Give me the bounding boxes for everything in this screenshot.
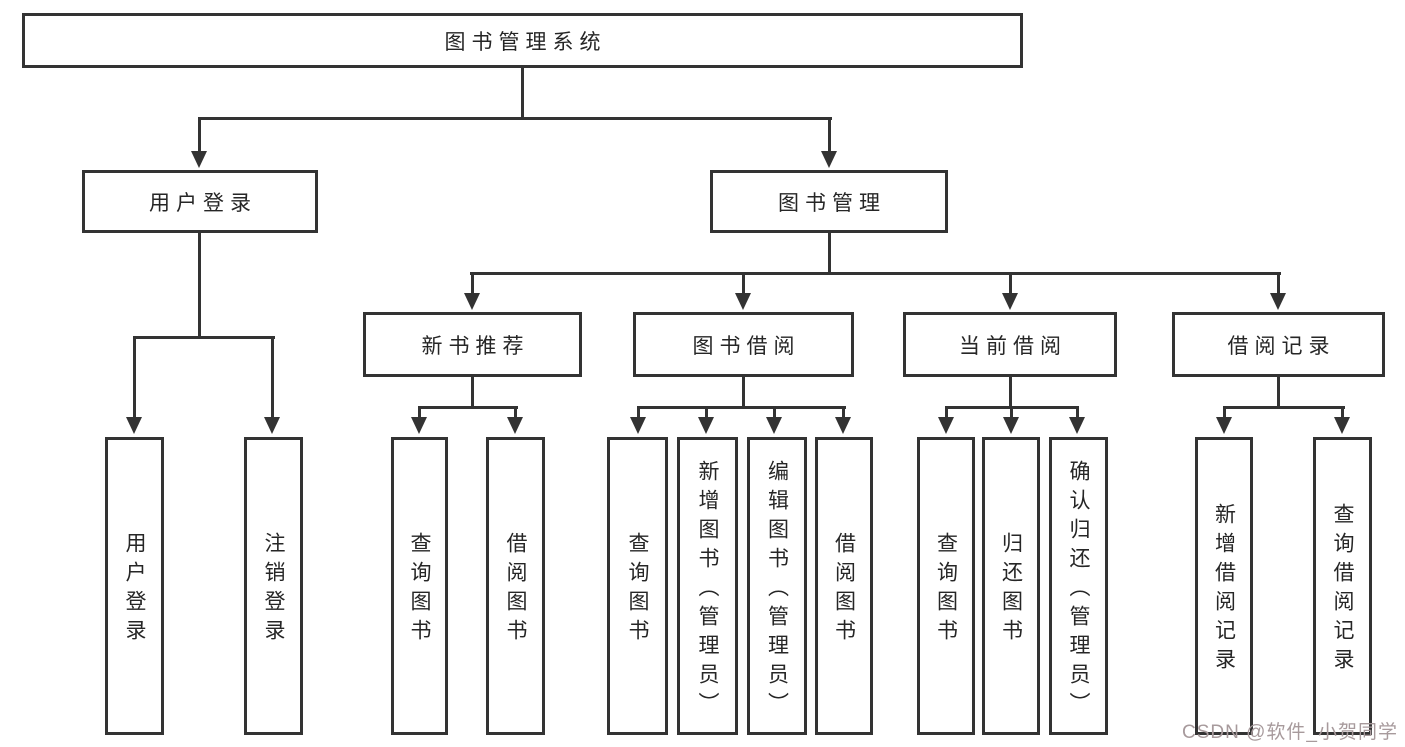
node-label: 当前借阅 xyxy=(959,334,1067,358)
connector-line xyxy=(945,409,948,419)
arrowhead-icon xyxy=(126,417,142,434)
leaf-user-login: 用户登录 xyxy=(105,437,164,735)
arrowhead-icon xyxy=(1270,293,1286,310)
leaf-confirm-return-admin: 确认归还（管理员） xyxy=(1049,437,1108,735)
connector-line xyxy=(418,409,421,419)
connector-line xyxy=(828,120,831,151)
node-label: 图书管理系统 xyxy=(444,30,607,54)
connector-line xyxy=(742,377,745,409)
watermark: CSDN @软件_小贺同学 xyxy=(1182,722,1398,743)
leaf-borrow-books: 借阅图书 xyxy=(486,437,545,735)
leaf-query-borrow-record: 查询借阅记录 xyxy=(1313,437,1372,735)
connector-line xyxy=(471,377,474,409)
node-root: 图书管理系统 xyxy=(22,13,1023,68)
node-label: 借阅图书 xyxy=(504,532,527,648)
leaf-add-books-admin: 新增图书（管理员） xyxy=(677,437,738,735)
node-label: 编辑图书（管理员） xyxy=(765,459,789,721)
arrowhead-icon xyxy=(507,417,523,434)
node-label: 新增借阅记录 xyxy=(1212,503,1236,677)
connector-line xyxy=(1277,377,1280,409)
node-label: 图书管理 xyxy=(778,191,886,215)
connector-line xyxy=(1341,409,1344,419)
leaf-query-books: 查询图书 xyxy=(917,437,975,735)
node-label: 新增图书（管理员） xyxy=(696,459,719,721)
node-current-borrow: 当前借阅 xyxy=(903,312,1117,377)
connector-line xyxy=(1010,409,1013,419)
connector-line xyxy=(828,233,831,275)
node-label: 借阅图书 xyxy=(832,532,856,648)
arrowhead-icon xyxy=(464,293,480,310)
arrowhead-icon xyxy=(264,417,280,434)
arrowhead-icon xyxy=(1216,417,1232,434)
connector-line xyxy=(418,406,518,409)
connector-line xyxy=(198,233,201,339)
node-label: 查询图书 xyxy=(934,532,958,648)
connector-line xyxy=(133,336,275,339)
node-label: 用户登录 xyxy=(123,532,146,648)
arrowhead-icon xyxy=(191,151,207,168)
node-label: 归还图书 xyxy=(999,532,1023,648)
node-label: 查询图书 xyxy=(626,532,649,648)
connector-line xyxy=(521,68,524,120)
connector-line xyxy=(1076,409,1079,419)
node-label: 借阅记录 xyxy=(1227,334,1336,358)
arrowhead-icon xyxy=(1002,293,1018,310)
node-label: 图书借阅 xyxy=(692,334,801,358)
arrowhead-icon xyxy=(835,417,851,434)
leaf-borrow-books: 借阅图书 xyxy=(815,437,873,735)
connector-line xyxy=(742,275,745,296)
node-label: 新书推荐 xyxy=(421,334,530,358)
leaf-add-borrow-record: 新增借阅记录 xyxy=(1195,437,1253,735)
leaf-edit-books-admin: 编辑图书（管理员） xyxy=(747,437,807,735)
arrowhead-icon xyxy=(938,417,954,434)
connector-line xyxy=(198,117,832,120)
leaf-return-books: 归还图书 xyxy=(982,437,1040,735)
connector-line xyxy=(705,409,708,419)
connector-line xyxy=(773,409,776,419)
arrowhead-icon xyxy=(630,417,646,434)
connector-line xyxy=(1223,406,1345,409)
node-user-login: 用户登录 xyxy=(82,170,318,233)
node-borrow-records: 借阅记录 xyxy=(1172,312,1385,377)
node-label: 用户登录 xyxy=(149,191,257,215)
node-book-management: 图书管理 xyxy=(710,170,948,233)
connector-line xyxy=(514,409,517,419)
connector-line xyxy=(271,339,274,417)
connector-line xyxy=(1009,275,1012,296)
node-label: 查询借阅记录 xyxy=(1331,503,1354,677)
connector-line xyxy=(842,409,845,419)
arrowhead-icon xyxy=(411,417,427,434)
connector-line xyxy=(945,406,1079,409)
node-label: 注销登录 xyxy=(262,532,285,648)
arrowhead-icon xyxy=(1069,417,1085,434)
connector-line xyxy=(1277,275,1280,296)
connector-line xyxy=(198,120,201,151)
connector-line xyxy=(470,272,1281,275)
connector-line xyxy=(1009,377,1012,409)
connector-line xyxy=(133,339,136,417)
leaf-query-books: 查询图书 xyxy=(391,437,448,735)
connector-line xyxy=(1223,409,1226,419)
leaf-query-books: 查询图书 xyxy=(607,437,668,735)
connector-line xyxy=(637,406,846,409)
arrowhead-icon xyxy=(821,151,837,168)
node-new-book-recommend: 新书推荐 xyxy=(363,312,582,377)
node-label: 确认归还（管理员） xyxy=(1067,459,1090,721)
arrowhead-icon xyxy=(735,293,751,310)
node-book-borrow: 图书借阅 xyxy=(633,312,854,377)
arrowhead-icon xyxy=(766,417,782,434)
connector-line xyxy=(637,409,640,419)
connector-line xyxy=(471,275,474,296)
arrowhead-icon xyxy=(1334,417,1350,434)
node-label: 查询图书 xyxy=(408,532,431,648)
arrowhead-icon xyxy=(698,417,714,434)
leaf-logout: 注销登录 xyxy=(244,437,303,735)
arrowhead-icon xyxy=(1003,417,1019,434)
